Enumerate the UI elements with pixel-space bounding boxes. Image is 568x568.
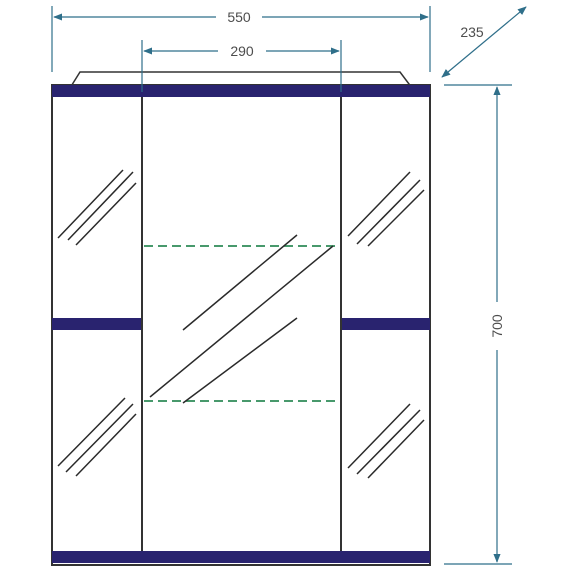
depth-label: 235 [460,24,484,40]
right-lower-glare [347,403,425,479]
left-middle-band [52,318,143,330]
center-width-label: 290 [230,43,254,59]
left-lower-glare [57,397,137,477]
depth-dimension: 235 [441,6,527,78]
height-label: 700 [489,314,505,338]
height-dimension: 700 [489,86,505,563]
overall-width-label: 550 [227,9,251,25]
center-glare [149,234,334,404]
top-band [52,85,430,97]
center-width-dimension: 290 [143,43,340,59]
left-upper-glare [57,169,137,246]
right-upper-glare [347,171,425,247]
right-middle-band [341,318,430,330]
overall-width-dimension: 550 [53,9,429,25]
bottom-band [52,551,430,563]
extension-lines [51,6,512,565]
